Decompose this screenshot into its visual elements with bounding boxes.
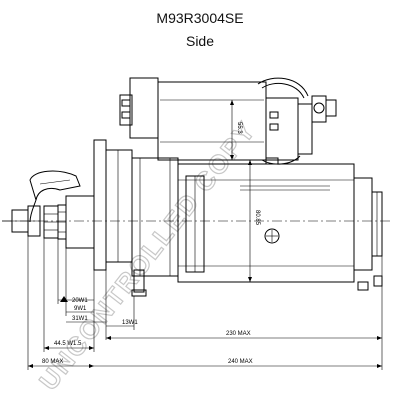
- horizontal-dimensions: 20W1 9W1 31W1 13W1 44.5 W1.5 80 MAX: [27, 236, 383, 370]
- dim-9w1: 9W1: [74, 306, 87, 312]
- dim-240-max: 240 MAX: [228, 359, 253, 365]
- dim-80-max: 80 MAX: [42, 359, 63, 365]
- dim-31w1: 31W1: [72, 316, 88, 322]
- dim-20w1: 20W1: [72, 298, 88, 304]
- part-number-title: M93R3004SE: [156, 10, 244, 26]
- dim-55-3: 55.3: [236, 122, 242, 134]
- dim-230-max: 230 MAX: [226, 331, 251, 337]
- watermark-text: UNCONTROLLED COPY: [33, 115, 262, 396]
- motor-body: [177, 163, 383, 291]
- view-name-title: Side: [185, 33, 215, 49]
- dim-13w1: 13W1: [122, 320, 138, 326]
- solenoid: [119, 77, 337, 165]
- dim-80-85: 80.85: [254, 210, 260, 226]
- screw-icon: [264, 228, 280, 244]
- dim-44-5-w1-5: 44.5 W1.5: [54, 341, 82, 347]
- vertical-dimensions: 55.3 80.85: [230, 100, 260, 282]
- nose-housing: [2, 139, 179, 297]
